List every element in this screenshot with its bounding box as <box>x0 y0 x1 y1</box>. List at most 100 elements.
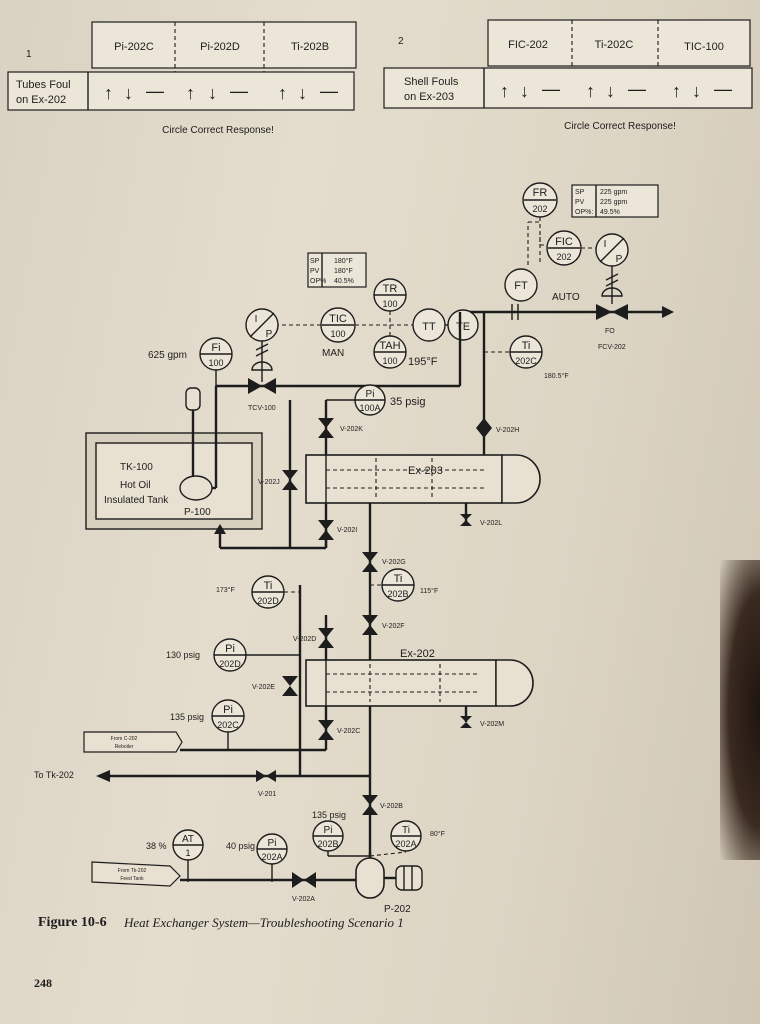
from-tk202-line2: Feed Tank <box>120 876 144 882</box>
q1-c3-up-arrow[interactable]: ↑ <box>278 83 287 103</box>
q1-c1-dash[interactable]: — <box>146 81 164 101</box>
q2-c1-up-arrow[interactable]: ↑ <box>500 81 509 101</box>
q1-c1-up-arrow[interactable]: ↑ <box>104 83 113 103</box>
tank-inner <box>95 442 253 520</box>
v-202j-valve <box>282 470 298 490</box>
q1-row-label-line1: Tubes Foul <box>16 79 71 91</box>
v-201-label: V-201 <box>258 791 276 798</box>
ti-202a-tag: Ti <box>402 825 410 836</box>
ti-202d-number: 202D <box>257 596 279 606</box>
v-202i-valve <box>318 520 334 540</box>
ip-fcv-p: P <box>616 254 623 265</box>
v-202m-valve <box>460 716 472 728</box>
fi-100-tag: Fi <box>211 342 220 354</box>
at-1-tag: AT <box>182 834 194 845</box>
psig-130-label: 130 psig <box>166 650 200 660</box>
p-202-label: P-202 <box>384 904 411 915</box>
q2-c3-up-arrow[interactable]: ↑ <box>672 81 681 101</box>
tah-value: 195°F <box>408 356 438 368</box>
q2-c2-dash[interactable]: — <box>628 79 646 99</box>
tah-100-tag: TAH <box>379 340 400 352</box>
q1-c1-down-arrow[interactable]: ↓ <box>124 83 133 103</box>
ti-202d-tag: Ti <box>264 580 273 592</box>
tt-tag: TT <box>422 321 436 333</box>
pi-100a-number: 100A <box>359 403 380 413</box>
q2-c3-dash[interactable]: — <box>714 79 732 99</box>
fr-202-tag: FR <box>533 187 548 199</box>
q2-c2-up-arrow[interactable]: ↑ <box>586 81 595 101</box>
v-202c-label: V-202C <box>337 728 360 735</box>
q2-c1-down-arrow[interactable]: ↓ <box>520 81 529 101</box>
ip-tcv-i: I <box>255 314 258 325</box>
tank-tk-100: TK-100 Hot Oil Insulated Tank P-100 <box>85 387 263 530</box>
from-tk202-line1: From Tk-202 <box>118 868 147 874</box>
pi-202a-tag: Pi <box>268 838 277 849</box>
v-202e-label: V-202E <box>252 684 275 691</box>
tr-100-tag: TR <box>383 283 398 295</box>
q1-c2-dash[interactable]: — <box>230 81 248 101</box>
flow-625-label: 625 gpm <box>148 350 187 361</box>
v-202b-valve <box>362 795 378 815</box>
fic-202-faceplate <box>571 184 659 218</box>
q1-c3-down-arrow[interactable]: ↓ <box>298 83 307 103</box>
pi-202a-number: 202A <box>261 852 282 862</box>
q2-header-tic-100: TIC-100 <box>684 41 724 53</box>
pump-100-body <box>179 475 213 501</box>
v-202d-valve <box>318 628 334 648</box>
q1-c2-down-arrow[interactable]: ↓ <box>208 83 217 103</box>
v-202f-valve <box>362 615 378 635</box>
pi-202d-number: 202D <box>219 659 241 669</box>
q1-header-pi-202c: Pi-202C <box>114 41 154 53</box>
tic-100-tag: TIC <box>329 313 347 325</box>
q2-c1-dash[interactable]: — <box>542 79 560 99</box>
pi-202c-number: 202C <box>217 720 239 730</box>
psig-135a-label: 135 psig <box>170 712 204 722</box>
temp-180-label: 180.5°F <box>544 372 569 380</box>
from-tk202-feed-tag <box>91 861 181 887</box>
ex-203-label: Ex-203 <box>408 465 443 477</box>
v-202m-label: V-202M <box>480 721 504 728</box>
question-2-number: 2 <box>398 36 404 47</box>
tank-content: Hot Oil <box>120 480 151 491</box>
p-202-motor <box>395 865 423 891</box>
ft-flow-transmitter <box>504 268 538 302</box>
q1-circle-prompt: Circle Correct Response! <box>162 125 274 136</box>
te-tag: TE <box>456 321 470 333</box>
page-number: 248 <box>34 976 52 990</box>
flow-control-loop: FR 202 SP 225 gpm PV 225 gpm OP%: 49.5% … <box>504 182 659 351</box>
ti-202c-tag: Ti <box>522 340 531 352</box>
q2-c3-down-arrow[interactable]: ↓ <box>692 81 701 101</box>
v-202l-label: V-202L <box>480 520 502 527</box>
ip-fcv-i: I <box>604 239 607 250</box>
psig-35-label: 35 psig <box>390 396 425 408</box>
question-1-answer-row <box>7 71 355 111</box>
q2-row-label-line2: on Ex-203 <box>404 91 454 103</box>
question-2-table: 2 FIC-202 Ti-202C TIC-100 Shell Fouls on… <box>383 19 753 132</box>
tr-100-number: 100 <box>382 299 397 309</box>
ex-202-label: Ex-202 <box>400 648 435 660</box>
figure-caption: Heat Exchanger System—Troubleshooting Sc… <box>123 915 404 930</box>
fic-op-value: 49.5% <box>600 209 620 216</box>
v-201-valve <box>256 770 276 782</box>
q2-c2-down-arrow[interactable]: ↓ <box>606 81 615 101</box>
ti-202b-number: 202B <box>387 589 408 599</box>
pi-202c-tag: Pi <box>223 704 233 716</box>
q1-c3-dash[interactable]: — <box>320 81 338 101</box>
fic-op-label: OP%: <box>575 209 593 216</box>
from-c202-reboiler-tag <box>83 731 183 753</box>
q1-row-label-line2: on Ex-202 <box>16 94 66 106</box>
question-2-header-box <box>487 19 751 67</box>
question-2-answer-row <box>383 67 753 109</box>
temp-80-label: 80°F <box>430 830 445 838</box>
v-202i-label: V-202I <box>337 527 357 534</box>
to-tk202-label: To Tk-202 <box>34 770 74 780</box>
ti-202a-number: 202A <box>395 839 416 849</box>
fic-202-number: 202 <box>556 252 571 262</box>
tah-100-number: 100 <box>382 356 397 366</box>
q1-c2-up-arrow[interactable]: ↑ <box>186 83 195 103</box>
tic-pv-label: PV <box>310 268 320 275</box>
temp-173-label: 173°F <box>216 586 235 594</box>
psig-135b-label: 135 psig <box>312 810 346 820</box>
q2-header-fic-202: FIC-202 <box>508 39 548 51</box>
